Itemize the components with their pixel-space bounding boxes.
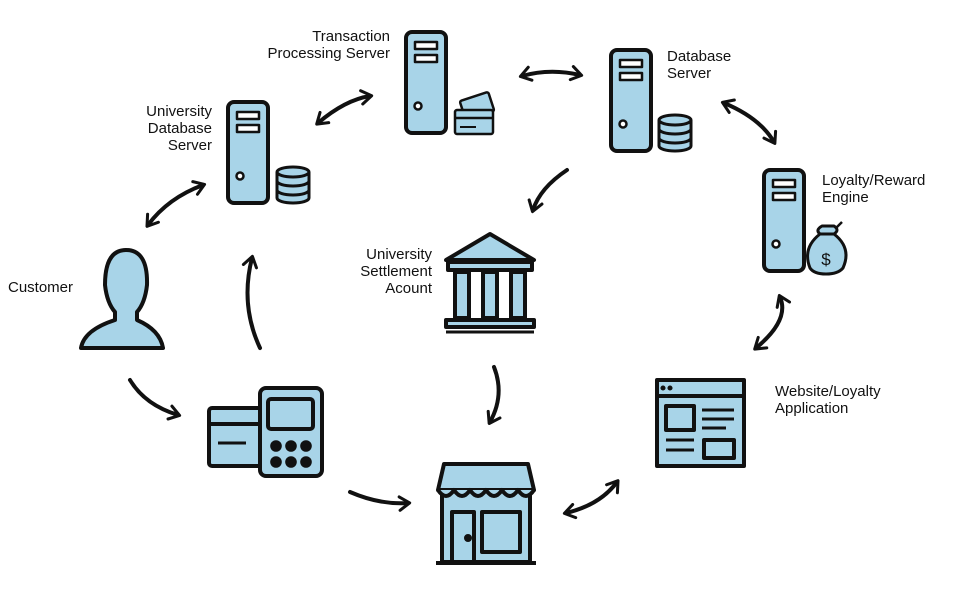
website-app-label: Website/Loyalty Application [775, 383, 881, 417]
bank-icon [444, 232, 536, 334]
label-line: Server [167, 137, 212, 154]
label-line: University [146, 103, 212, 120]
university-db-server-node [226, 100, 311, 205]
label-line: Settlement [360, 263, 432, 280]
website-app-node [655, 378, 746, 468]
arrow-udb-transaction [315, 89, 374, 126]
label-line: Application [775, 400, 849, 417]
transaction-server-label: Transaction Processing Server [230, 28, 390, 62]
credit-card-icon [453, 91, 496, 136]
database-server-label: Database Server [667, 48, 731, 82]
server-icon [609, 48, 653, 153]
payment-terminal-node [207, 386, 324, 478]
person-icon [79, 248, 165, 350]
server-icon [226, 100, 270, 205]
customer-node [79, 248, 165, 350]
store-node [436, 462, 536, 565]
server-icon [762, 168, 806, 273]
customer-label: Customer [8, 279, 73, 296]
server-icon [404, 30, 448, 135]
university-db-server-label: University Database Server [110, 103, 212, 154]
database-server-node [609, 48, 693, 153]
arrow-customer-terminal [128, 378, 182, 421]
arrow-transaction-database [518, 65, 584, 82]
settlement-account-label: University Settlement Acount [330, 246, 432, 297]
money-bag-icon [806, 221, 848, 276]
dollar-sign: $ [821, 250, 831, 269]
label-line: Acount [385, 280, 432, 297]
label-line: Server [667, 65, 712, 82]
arrow-terminal-store [348, 490, 412, 512]
arrow-customer-udb [145, 180, 207, 228]
arrow-website-loyalty [753, 293, 792, 351]
label-line: Database [147, 120, 212, 137]
arrow-settlement-store [486, 365, 502, 425]
label-line: Processing Server [267, 45, 390, 62]
arrow-store-website [562, 479, 620, 520]
storefront-icon [436, 462, 536, 565]
label-line: Website/Loyalty [775, 383, 881, 400]
transaction-server-node [404, 30, 496, 136]
label-line: Engine [822, 189, 869, 206]
label-line: Transaction [312, 28, 390, 45]
loyalty-engine-node: $ [762, 168, 848, 276]
card-terminal-icon [207, 386, 324, 478]
arrow-terminal-udb [241, 254, 262, 350]
arrow-database-loyalty [720, 98, 778, 145]
label-line: Loyalty/Reward [822, 172, 926, 189]
label-line: University [366, 246, 432, 263]
database-icon [657, 113, 693, 153]
settlement-account-node [444, 232, 536, 334]
label-line: Customer [8, 279, 74, 296]
browser-window-icon [655, 378, 746, 468]
database-icon [275, 165, 311, 205]
arrow-database-settlement [527, 168, 569, 214]
label-line: Database [667, 48, 732, 65]
loyalty-engine-label: Loyalty/Reward Engine [822, 172, 925, 206]
